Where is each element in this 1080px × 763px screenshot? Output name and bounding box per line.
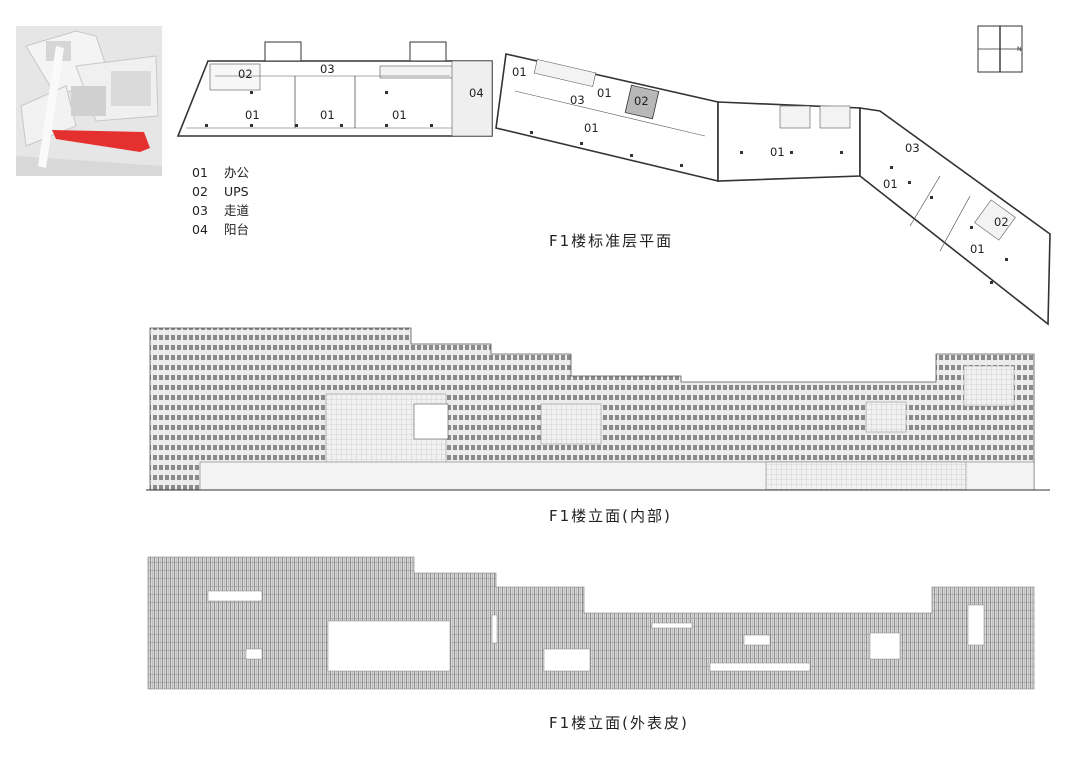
legend-item: 01 办公 bbox=[192, 163, 249, 182]
room-label-office: 01 bbox=[245, 108, 260, 122]
site-key-map-drawing bbox=[16, 26, 162, 176]
plan-connector bbox=[717, 101, 861, 182]
north-compass-icon: N bbox=[977, 25, 1023, 73]
room-label-corridor: 03 bbox=[570, 93, 585, 107]
room-label-office: 01 bbox=[512, 65, 527, 79]
legend-label: 阳台 bbox=[224, 222, 250, 237]
legend-code: 03 bbox=[192, 203, 208, 218]
legend-label: UPS bbox=[224, 184, 249, 199]
room-label-office: 01 bbox=[770, 145, 785, 159]
room-label-ups: 02 bbox=[238, 67, 253, 81]
legend-item: 04 阳台 bbox=[192, 220, 249, 239]
compass-north-label: N bbox=[1017, 46, 1022, 53]
room-label-office: 01 bbox=[883, 177, 898, 191]
elevation-skin-caption: F1楼立面(外表皮) bbox=[549, 714, 689, 732]
site-highlight bbox=[52, 130, 150, 152]
legend-item: 02 UPS bbox=[192, 182, 249, 201]
room-label-corridor: 03 bbox=[320, 62, 335, 76]
legend-code: 01 bbox=[192, 165, 208, 180]
floor-plan: 02 03 01 01 01 04 01 03 01 02 01 01 03 0… bbox=[176, 41, 1051, 326]
room-label-ups: 02 bbox=[994, 215, 1009, 229]
plan-wing-a bbox=[176, 41, 493, 137]
legend-code: 02 bbox=[192, 184, 208, 199]
legend-label: 走道 bbox=[224, 203, 250, 218]
room-label-office: 01 bbox=[320, 108, 335, 122]
plan-wing-b bbox=[495, 53, 719, 183]
legend-label: 办公 bbox=[224, 165, 250, 180]
legend-code: 04 bbox=[192, 222, 208, 237]
elevation-inner-caption: F1楼立面(内部) bbox=[549, 507, 672, 525]
room-label-corridor: 03 bbox=[905, 141, 920, 155]
room-label-ups: 02 bbox=[634, 94, 649, 108]
room-label-office: 01 bbox=[597, 86, 612, 100]
elevation-skin bbox=[147, 556, 1035, 690]
site-key-map bbox=[16, 26, 162, 176]
plan-caption: F1楼标准层平面 bbox=[549, 232, 674, 250]
plan-wing-c bbox=[859, 107, 1051, 326]
legend: 01 办公 02 UPS 03 走道 04 阳台 bbox=[192, 163, 249, 239]
room-label-office: 01 bbox=[970, 242, 985, 256]
room-label-office: 01 bbox=[392, 108, 407, 122]
room-label-balcony: 04 bbox=[469, 86, 484, 100]
elevation-inner bbox=[146, 327, 1050, 491]
legend-item: 03 走道 bbox=[192, 201, 249, 220]
room-label-office: 01 bbox=[584, 121, 599, 135]
